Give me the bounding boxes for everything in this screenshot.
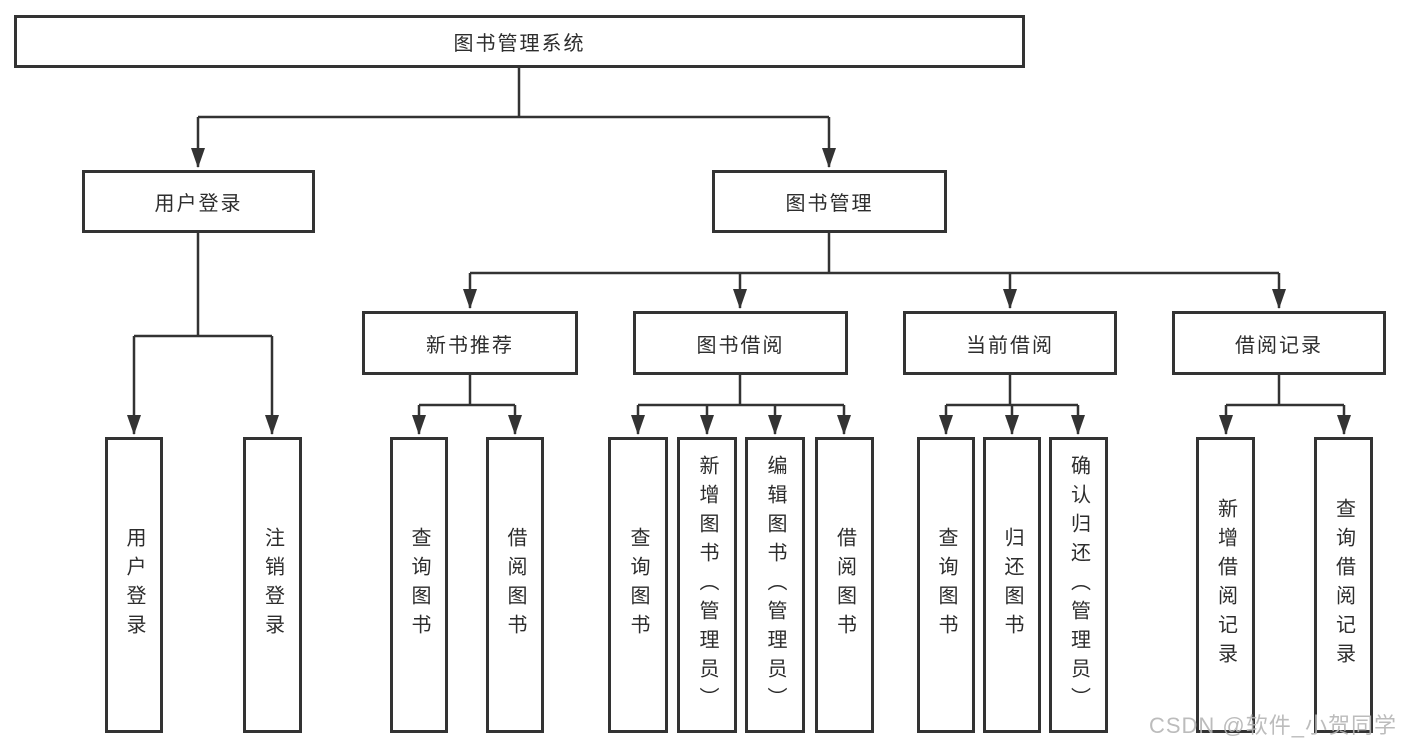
leaf-query-book-borrow-label: 查询图书 (627, 527, 649, 643)
node-user-login-label: 用户登录 (154, 193, 243, 215)
leaf-borrow-book-recommend: 借阅图书 (486, 437, 544, 733)
leaf-edit-book-admin-label: 编辑图书（管理员） (764, 454, 786, 716)
node-current-borrow-label: 当前借阅 (966, 334, 1054, 357)
node-book-borrow-label: 图书借阅 (696, 334, 785, 357)
leaf-query-book-borrow: 查询图书 (608, 437, 668, 733)
leaf-user-login: 用户登录 (105, 437, 163, 733)
leaf-return-book: 归还图书 (983, 437, 1041, 733)
leaf-query-book-current-label: 查询图书 (935, 527, 957, 643)
leaf-logout-label: 注销登录 (261, 527, 284, 643)
leaf-add-borrow-record-label: 新增借阅记录 (1214, 498, 1237, 672)
leaf-confirm-return-admin: 确认归还（管理员） (1049, 437, 1108, 733)
node-borrow-records: 借阅记录 (1172, 311, 1386, 375)
leaf-borrow-book-label: 借阅图书 (833, 527, 856, 643)
leaf-query-book-recommend: 查询图书 (390, 437, 448, 733)
node-book-management: 图书管理 (712, 170, 947, 233)
leaf-borrow-book-recommend-label: 借阅图书 (504, 527, 526, 643)
leaf-add-borrow-record: 新增借阅记录 (1196, 437, 1255, 733)
leaf-add-book-admin: 新增图书（管理员） (677, 437, 737, 733)
leaf-query-book-current: 查询图书 (917, 437, 975, 733)
leaf-user-login-label: 用户登录 (123, 527, 145, 643)
node-root-label: 图书管理系统 (453, 33, 586, 55)
node-user-login: 用户登录 (82, 170, 315, 233)
node-root: 图书管理系统 (14, 15, 1025, 68)
node-book-management-label: 图书管理 (785, 193, 874, 215)
node-new-book-recommend-label: 新书推荐 (426, 334, 514, 357)
node-current-borrow: 当前借阅 (903, 311, 1117, 375)
leaf-query-borrow-record-label: 查询借阅记录 (1332, 498, 1355, 672)
leaf-confirm-return-admin-label: 确认归还（管理员） (1067, 454, 1090, 716)
leaf-borrow-book: 借阅图书 (815, 437, 874, 733)
leaf-edit-book-admin: 编辑图书（管理员） (745, 437, 805, 733)
node-book-borrow: 图书借阅 (633, 311, 848, 375)
leaf-logout: 注销登录 (243, 437, 302, 733)
node-borrow-records-label: 借阅记录 (1235, 334, 1323, 357)
node-new-book-recommend: 新书推荐 (362, 311, 578, 375)
leaf-add-book-admin-label: 新增图书（管理员） (696, 454, 718, 716)
leaf-query-borrow-record: 查询借阅记录 (1314, 437, 1373, 733)
leaf-query-book-recommend-label: 查询图书 (408, 527, 430, 643)
leaf-return-book-label: 归还图书 (1001, 527, 1023, 643)
csdn-watermark: CSDN @软件_小贺同学 (1148, 713, 1397, 738)
